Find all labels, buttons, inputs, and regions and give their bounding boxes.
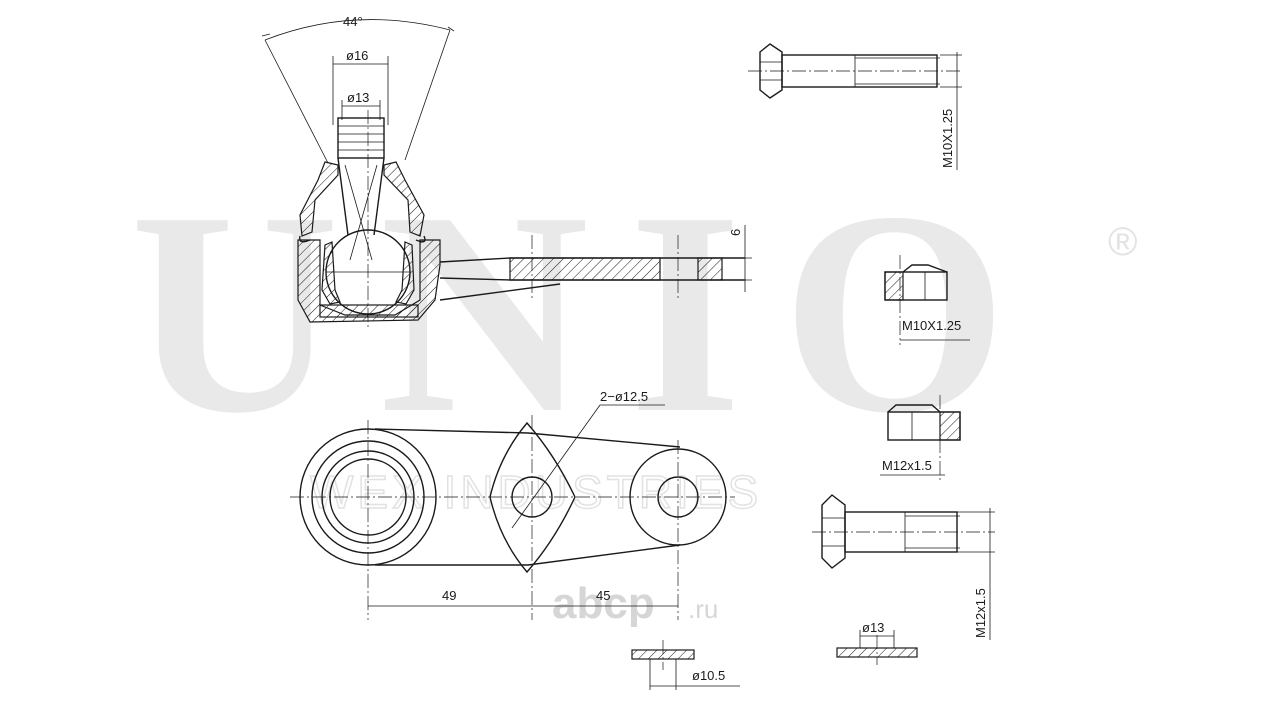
dim-distance-1: 49 — [442, 588, 456, 603]
abcp-logo-text: abcp — [552, 579, 655, 628]
nut-m10: M10X1.25 — [884, 255, 970, 345]
dim-angle: 44° — [343, 14, 363, 29]
dim-holes: 2−ø12.5 — [600, 389, 648, 404]
washer-small: ø10.5 — [631, 640, 740, 690]
washer-large: ø13 — [836, 620, 918, 665]
dim-stud-inner: ø13 — [347, 90, 369, 105]
dim-stud-outer: ø16 — [346, 48, 368, 63]
nut-m12: M12x1.5 — [880, 395, 961, 480]
watermark-registered: ® — [1108, 220, 1137, 264]
bolt-m10: M10X1.25 — [748, 43, 962, 170]
watermark-brand: UNIO — [130, 152, 1047, 473]
dim-bolt-small: M10X1.25 — [940, 109, 955, 168]
abcp-logo: abcp .ru — [552, 579, 718, 628]
watermark-subtitle: WEX INDUSTRIES — [310, 466, 762, 518]
dim-bolt-large: M12x1.5 — [973, 588, 988, 638]
ball-joint-top-view: 2−ø12.5 49 45 — [290, 389, 735, 620]
abcp-logo-tld: .ru — [688, 594, 718, 624]
bolt-m12: M12x1.5 — [812, 494, 995, 640]
watermark: UNIO ® WEX INDUSTRIES abcp .ru — [130, 152, 1137, 628]
dim-nut-small: M10X1.25 — [902, 318, 961, 333]
dim-plate-thickness: 6 — [728, 229, 743, 236]
ball-joint-section-view: 44° ø16 ø13 — [261, 14, 752, 330]
dim-washer-large: ø13 — [862, 620, 884, 635]
dim-washer-small: ø10.5 — [692, 668, 725, 683]
dim-distance-2: 45 — [596, 588, 610, 603]
dim-nut-large: M12x1.5 — [882, 458, 932, 473]
